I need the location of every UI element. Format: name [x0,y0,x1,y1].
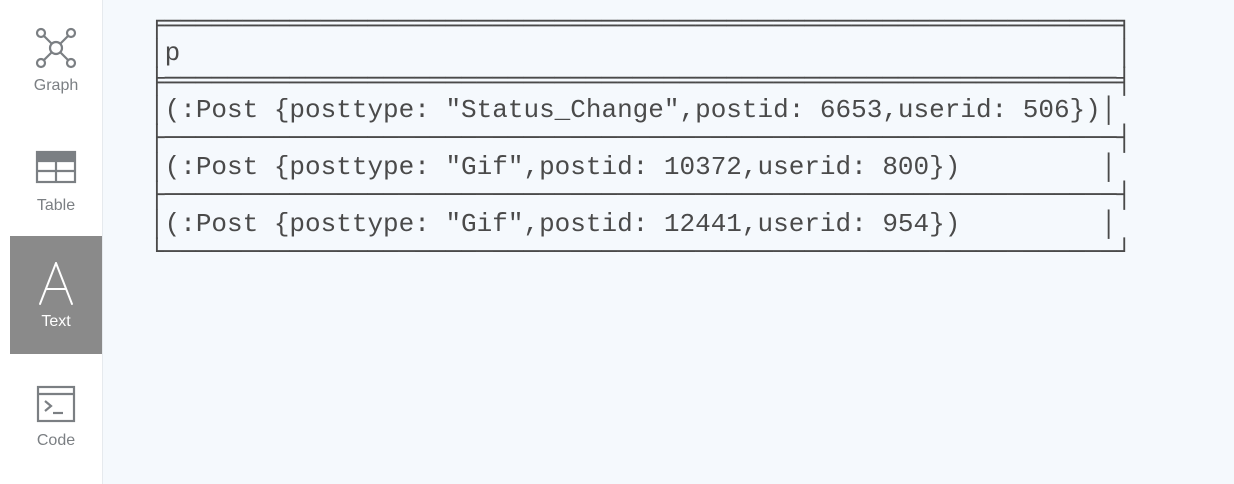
sidebar-item-label: Graph [33,77,79,94]
sidebar-item-label: Text [41,313,71,330]
table-row: │(:Post {posttype: "Status_Change",posti… [149,94,1117,125]
column-header-p: p [164,37,181,68]
table-cell: (:Post {posttype: "Gif",postid: 10372,us… [164,151,961,182]
sidebar-item-graph[interactable]: Graph [10,0,102,118]
graph-icon [10,26,102,70]
table-header-row: │p │ [149,37,1132,68]
sidebar-item-label: Table [36,197,76,214]
table-row: │(:Post {posttype: "Gif",postid: 12441,u… [149,208,1117,239]
text-icon [10,260,102,308]
table-row: │(:Post {posttype: "Gif",postid: 10372,u… [149,151,1117,182]
table-cell: (:Post {posttype: "Status_Change",postid… [164,94,1101,125]
sidebar-item-label: Code [36,432,76,449]
code-icon [10,385,102,423]
table-icon [10,150,102,184]
table-bottom-border: └───────────────────────────────────────… [149,237,1132,267]
ascii-result-table: ╒═══════════════════════════════════════… [149,10,1132,267]
table-cell: (:Post {posttype: "Gif",postid: 12441,us… [164,208,961,239]
sidebar-item-table[interactable]: Table [10,118,102,236]
table-header-separator: ╞═══════════════════════════════════════… [149,66,1132,96]
sidebar-item-text[interactable]: Text [10,236,102,354]
sidebar-item-code[interactable]: Code [10,354,102,472]
table-row-separator: ├───────────────────────────────────────… [149,123,1132,153]
table-top-border: ╒═══════════════════════════════════════… [149,9,1132,39]
table-row-separator: ├───────────────────────────────────────… [149,180,1132,210]
text-result-panel: ╒═══════════════════════════════════════… [103,0,1234,484]
view-sidebar: Graph Table [0,0,103,484]
